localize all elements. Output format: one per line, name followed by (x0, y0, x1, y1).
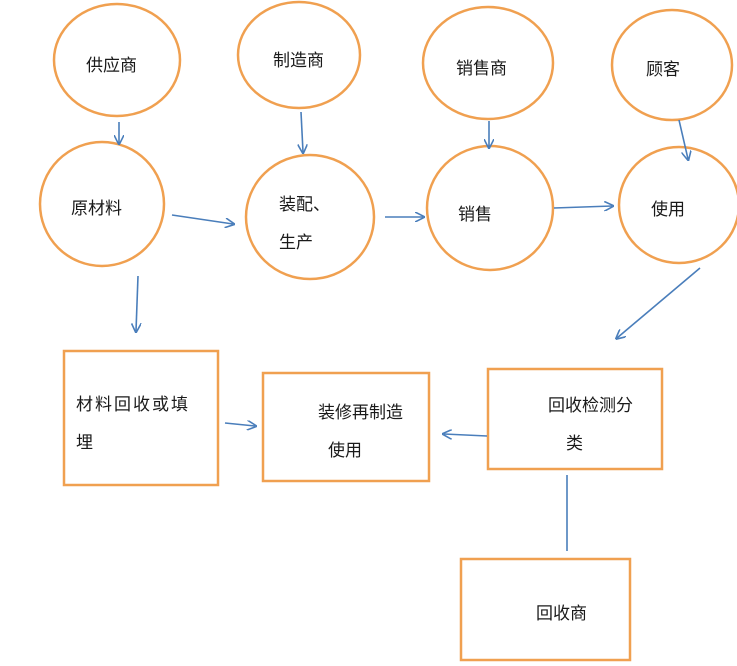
assembly-node: 装配、 生产 (244, 153, 376, 281)
seller-node: 销售商 (421, 5, 555, 121)
recycle-sort-label-line2: 类 (566, 434, 583, 454)
assembly-label-line1: 装配、 (279, 195, 330, 215)
recycle-sort-label-line1: 回收检测分 (548, 396, 633, 416)
remanufacture-node: 装修再制造 使用 (261, 371, 431, 483)
material-recycle-label-line1: 材料回收或填 (76, 395, 190, 415)
arrow-raw-material-to-material-recycle (136, 275, 138, 331)
remanufacture-label-line2: 使用 (328, 440, 362, 461)
customer-node: 顾客 (610, 8, 734, 122)
remanufacture-label-line1: 装修再制造 (318, 403, 403, 423)
arrow-customer-to-use (678, 119, 688, 159)
raw-material-label: 原材料 (71, 199, 122, 219)
recycler-node: 回收商 (459, 557, 632, 662)
use-node: 使用 (617, 145, 737, 265)
supplier-label: 供应商 (86, 56, 137, 76)
arrow-manufacturer-to-assembly (301, 111, 303, 152)
assembly-label-line2: 生产 (279, 233, 313, 253)
arrow-sales-to-use (553, 206, 612, 208)
seller-label: 销售商 (456, 59, 507, 79)
arrow-use-to-recycle-sort (617, 267, 701, 338)
recycle-sort-node: 回收检测分 类 (486, 367, 664, 471)
use-label: 使用 (651, 199, 685, 220)
material-recycle-node: 材料回收或填 埋 (62, 349, 220, 487)
manufacturer-label: 制造商 (273, 51, 324, 71)
material-recycle-label-line2: 埋 (76, 433, 95, 453)
manufacturer-node: 制造商 (236, 0, 362, 110)
arrow-raw-material-to-assembly (171, 214, 233, 224)
sales-label: 销售 (458, 205, 492, 225)
recycler-label: 回收商 (536, 604, 587, 624)
arrow-recycle-sort-to-remanufacture (444, 434, 488, 436)
raw-material-node: 原材料 (38, 140, 166, 268)
arrow-material-recycle-to-remanufacture (224, 423, 255, 426)
sales-node: 销售 (425, 144, 555, 272)
customer-label: 顾客 (646, 60, 680, 80)
supplier-node: 供应商 (52, 2, 182, 118)
arrows (119, 111, 701, 551)
